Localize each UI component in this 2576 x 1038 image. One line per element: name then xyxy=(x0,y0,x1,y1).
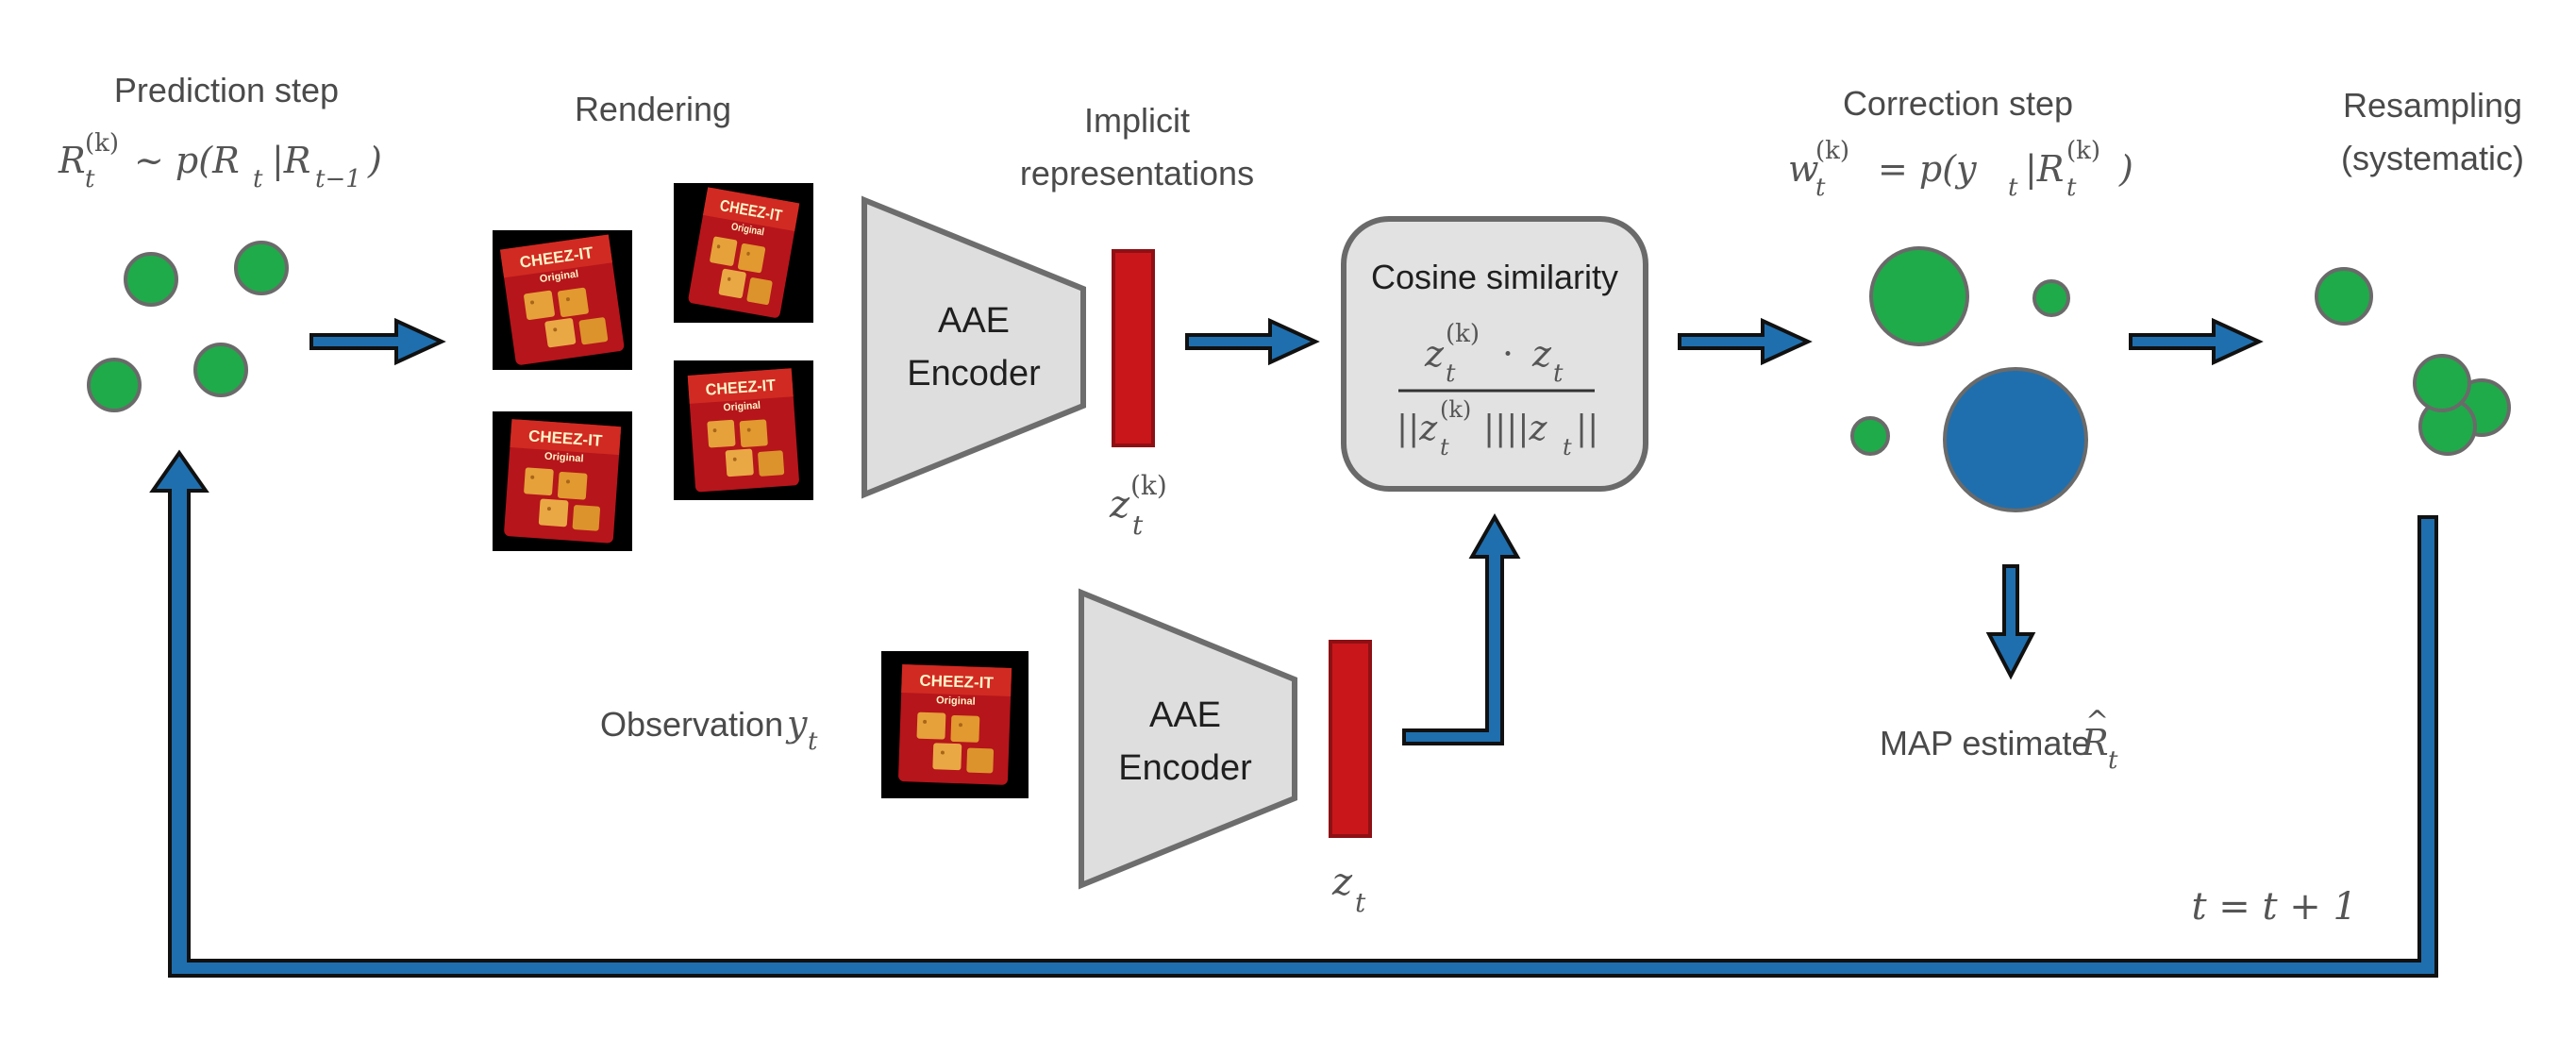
prediction-formula-sub: t xyxy=(85,165,95,193)
cos-den-sub2: t xyxy=(1563,434,1572,460)
particle xyxy=(2315,267,2373,326)
arrow-up-elbow-icon xyxy=(1402,512,1521,745)
rendered-image: CHEEZ-IT Original xyxy=(674,183,813,323)
arrow-down-icon xyxy=(1985,564,2036,680)
latent-label-zt: z t xyxy=(1331,861,1366,918)
cos-den-close: || xyxy=(1576,410,1598,448)
cos-den-sub: t xyxy=(1440,434,1449,460)
product-subtitle: Original xyxy=(544,451,584,465)
implicit-title-line1: Implicit xyxy=(1084,101,1190,140)
rendered-image: CHEEZ-IT Original xyxy=(493,230,632,370)
particle xyxy=(87,358,142,412)
correction-formula-rhs-sub: t xyxy=(2008,174,2018,202)
prediction-formula: R t (k) ~ p(R t |R t−1 ) xyxy=(58,129,382,193)
prediction-formula-sup: (k) xyxy=(85,129,119,158)
prediction-step-title: Prediction step xyxy=(114,71,339,109)
particle xyxy=(1869,246,1969,346)
cos-num-sub2: t xyxy=(1553,360,1564,388)
latent-label-zk-sup: (k) xyxy=(1130,470,1167,501)
prediction-formula-R: R xyxy=(58,140,86,181)
implicit-title-line2: representations xyxy=(1020,154,1254,193)
map-estimate: MAP estimate R ^ t xyxy=(1880,705,2118,775)
prediction-formula-rhs-sub2: t−1 xyxy=(315,165,361,193)
aae-encoder-top: AAE Encoder xyxy=(861,195,1086,499)
prediction-formula-rhs-end: ) xyxy=(367,140,382,181)
particle xyxy=(234,241,289,295)
encoder-top-label-line1: AAE xyxy=(938,301,1010,341)
resampling-title-line1: Resampling xyxy=(2343,86,2522,125)
correction-formula-rhs: = p(y xyxy=(1878,148,1977,190)
particle xyxy=(2032,279,2070,317)
cos-den-sup: (k) xyxy=(1440,396,1471,423)
product-subtitle: Original xyxy=(723,399,761,413)
map-label: MAP estimate xyxy=(1880,724,2090,762)
latent-label-zt-sub: t xyxy=(1355,887,1366,918)
particle-map xyxy=(1943,367,2088,512)
correction-particles xyxy=(1850,246,2088,512)
encoder-bottom-label-line2: Encoder xyxy=(1118,748,1252,788)
particle xyxy=(2413,354,2471,412)
arrow-right-icon xyxy=(1678,317,1813,366)
correction-formula-rhs-end: ) xyxy=(2118,148,2133,190)
particle xyxy=(124,252,178,307)
particle xyxy=(193,343,248,397)
observation-label: Observation xyxy=(600,705,783,744)
observation-y: y xyxy=(785,703,808,745)
latent-label-zk-sub: t xyxy=(1132,510,1144,541)
particle xyxy=(1850,416,1890,456)
encoder-top-label-line2: Encoder xyxy=(907,354,1041,393)
cos-num-sup: (k) xyxy=(1446,320,1480,348)
cos-num-z2: z xyxy=(1531,333,1552,375)
rendering-title: Rendering xyxy=(575,90,731,128)
correction-formula-sub: t xyxy=(1815,174,1826,202)
correction-formula-w: w xyxy=(1788,148,1819,190)
latent-label-zk-main: z xyxy=(1109,483,1130,527)
observation-image: CHEEZ-IT Original xyxy=(881,651,1029,798)
product-subtitle: Original xyxy=(539,268,579,285)
arrow-right-icon xyxy=(2129,317,2264,366)
map-hat: ^ xyxy=(2085,705,2109,738)
encoder-bottom-label-line1: AAE xyxy=(1149,695,1221,735)
product-brand: CHEEZ-IT xyxy=(919,672,995,693)
correction-formula-sup: (k) xyxy=(1815,137,1849,165)
cos-num-dot: · xyxy=(1502,333,1514,375)
latent-label-zk: z t (k) xyxy=(1109,470,1167,541)
aae-encoder-bottom: AAE Encoder xyxy=(1079,588,1297,890)
correction-formula: w t (k) = p(y t |R t (k) ) xyxy=(1788,137,2133,202)
product-subtitle: Original xyxy=(936,695,976,707)
cos-num-sub: t xyxy=(1446,360,1456,388)
map-sub: t xyxy=(2108,746,2118,775)
cosine-similarity-box: Cosine similarity z t (k) · z t ||z t (k… xyxy=(1341,216,1648,492)
rendered-image: CHEEZ-IT Original xyxy=(674,360,813,500)
loop-arrow-icon xyxy=(149,449,2438,978)
resampled-particles xyxy=(2315,267,2511,456)
arrow-right-icon xyxy=(1185,317,1320,366)
cosine-title: Cosine similarity xyxy=(1371,258,1618,296)
prediction-formula-rhs: ~ p(R xyxy=(134,140,240,181)
time-update-label: t = t + 1 xyxy=(2192,885,2358,929)
latent-vector-rendered xyxy=(1112,249,1155,447)
arrow-right-icon xyxy=(309,317,446,366)
map-R: R xyxy=(2081,722,2109,763)
prediction-formula-rhs-sub: t xyxy=(253,165,263,193)
cos-num-z: z xyxy=(1424,333,1445,375)
cos-den-open: ||z xyxy=(1397,410,1438,448)
rendered-image: CHEEZ-IT Original xyxy=(493,411,632,551)
prediction-particles xyxy=(87,241,289,412)
observation-y-sub: t xyxy=(808,728,818,756)
latent-label-zt-main: z xyxy=(1331,861,1353,904)
correction-step-title: Correction step xyxy=(1843,84,2073,123)
latent-vector-observation xyxy=(1329,640,1372,838)
correction-formula-rhs-sub2: t xyxy=(2066,174,2077,202)
cos-den-mid: ||||z xyxy=(1483,410,1548,448)
observation: Observation y t xyxy=(600,703,818,756)
correction-formula-rhs-mid: |R xyxy=(2025,148,2064,190)
resampling-title-line2: (systematic) xyxy=(2341,139,2524,177)
correction-formula-rhs-sup: (k) xyxy=(2066,137,2100,165)
prediction-formula-rhs-mid: |R xyxy=(272,140,310,181)
